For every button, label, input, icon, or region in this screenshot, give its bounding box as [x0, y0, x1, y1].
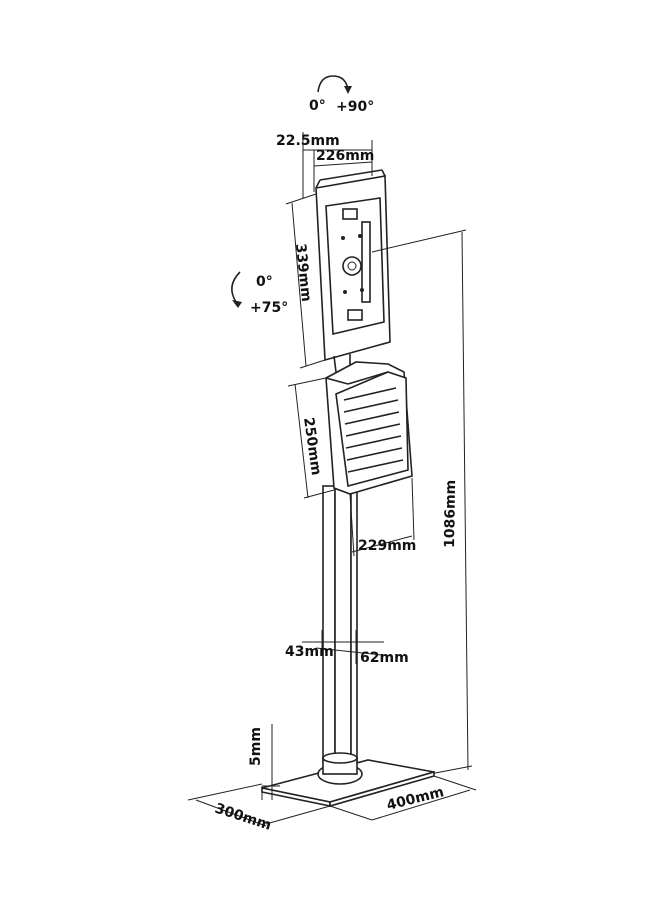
- brochure-slots: [343, 387, 404, 473]
- tablet-height-label: 339mm: [292, 243, 314, 303]
- brochure-width-dimension: [349, 477, 415, 557]
- base-thickness-dimension: [262, 724, 280, 800]
- frame-offset-label: 22.5mm: [276, 133, 340, 149]
- base-width-label: 400mm: [385, 784, 446, 814]
- brochure-height-dimension: [287, 377, 335, 499]
- pole-depth-label: 62mm: [360, 650, 409, 666]
- top-rotation-end: +90°: [336, 99, 374, 115]
- side-rotation-arrow-icon: [231, 271, 242, 308]
- brochure-holder: [325, 361, 413, 495]
- tablet-height-dimension: [285, 193, 326, 369]
- brochure-width-label: 229mm: [358, 538, 416, 554]
- tablet-enclosure: [315, 169, 391, 362]
- pole-width-label: 43mm: [285, 644, 334, 660]
- base-depth-label: 300mm: [213, 801, 273, 834]
- total-height-label: 1086mm: [442, 480, 459, 548]
- side-rotation-end: +75°: [250, 300, 288, 316]
- side-rotation-start: 0°: [256, 274, 273, 290]
- tablet-width-label: 226mm: [316, 148, 374, 164]
- top-rotation-arrow-icon: [317, 75, 352, 94]
- tablet-width-dimension: [302, 132, 373, 198]
- base-plate: [261, 752, 435, 808]
- brochure-height-label: 250mm: [300, 416, 324, 476]
- pole-section-dimension: [302, 630, 393, 664]
- top-rotation-start: 0°: [309, 98, 326, 114]
- total-height-dimension: [371, 229, 473, 775]
- base-footprint-dimension: [187, 775, 477, 827]
- base-thickness-label: 5mm: [248, 727, 264, 766]
